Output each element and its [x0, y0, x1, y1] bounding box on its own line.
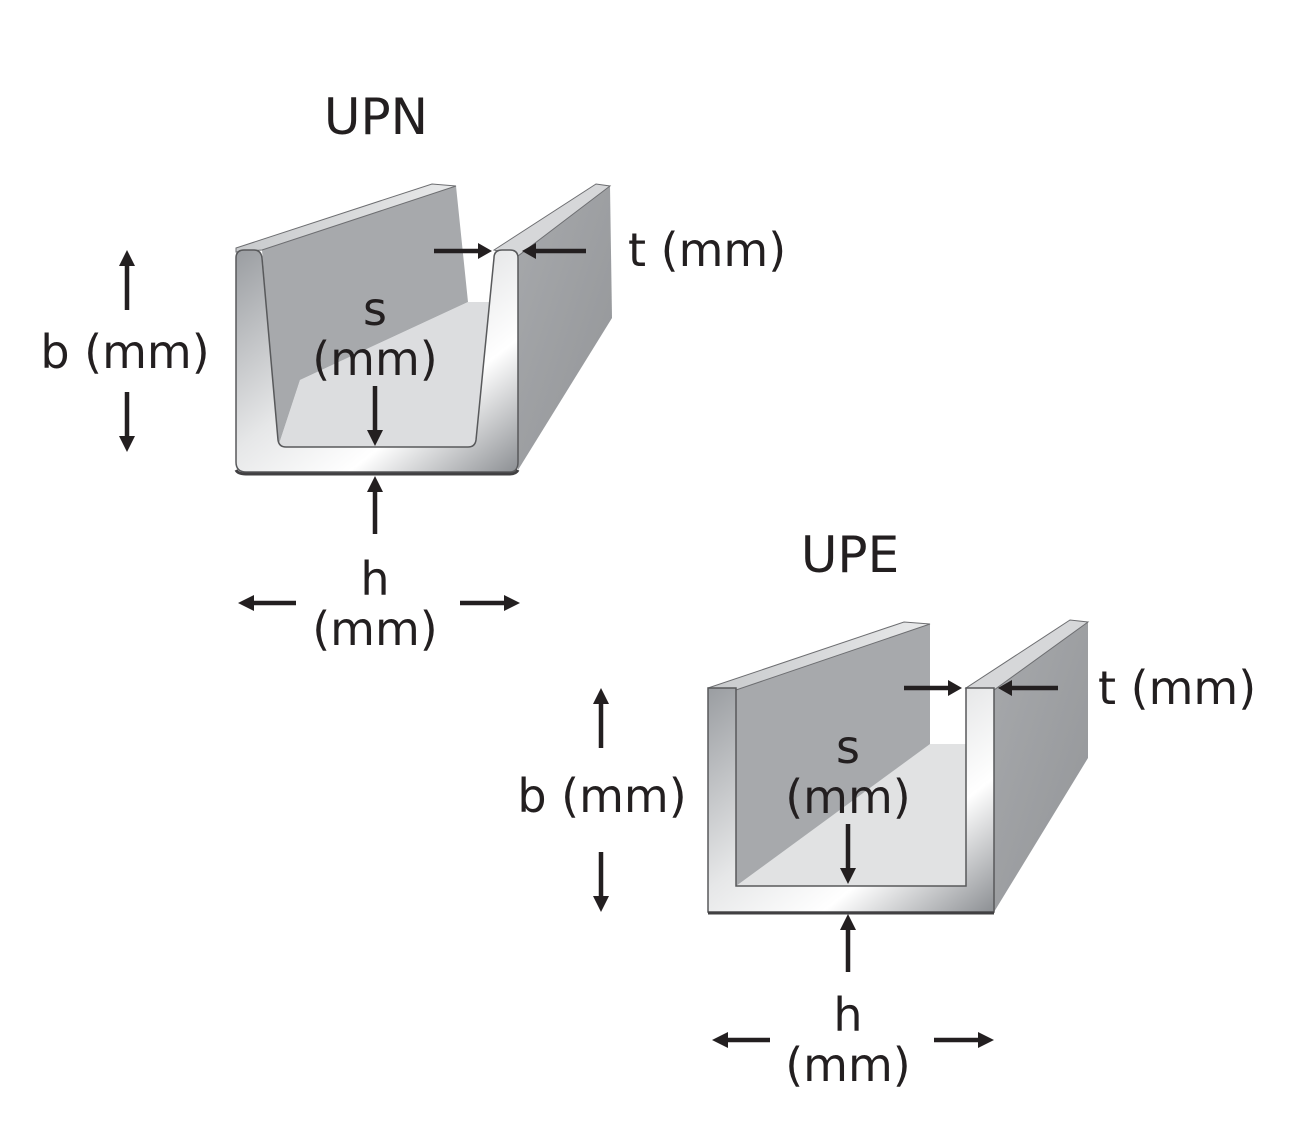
upn-b-label: b (mm) — [40, 325, 209, 379]
upn-t-arrowhead-right — [478, 243, 492, 259]
upe-s-label-line1: s — [836, 720, 860, 774]
upn-s-label-line1: s — [363, 282, 387, 336]
upe-b-label: b (mm) — [517, 769, 686, 823]
upn-b-arrowhead-up — [119, 250, 135, 266]
upe-h-dimension: h (mm) — [712, 988, 994, 1092]
upe-right-side-face — [994, 622, 1088, 912]
upn-right-side-face — [518, 186, 612, 470]
upn-s-label-line2: (mm) — [312, 332, 438, 386]
upn-title: UPN — [324, 88, 428, 146]
upn-s-arrowhead-up — [367, 476, 383, 492]
upn-b-arrowhead-down — [119, 436, 135, 452]
upn-h-label-line1: h — [360, 552, 389, 606]
upe-s-arrowhead-up — [840, 914, 856, 930]
upn-t-arrowhead-left — [522, 243, 536, 259]
upn-h-label-line2: (mm) — [312, 602, 438, 656]
upn-s-arrowhead-down — [367, 430, 383, 446]
upn-h-arrowhead-right — [504, 595, 520, 611]
upe-s-label-line2: (mm) — [785, 770, 911, 824]
upe-t-arrowhead-left — [998, 680, 1012, 696]
upe-h-arrowhead-right — [978, 1032, 994, 1048]
upe-b-dimension: b (mm) — [517, 688, 687, 912]
upn-t-dimension: t (mm) — [434, 223, 786, 277]
upe-t-dimension: t (mm) — [904, 661, 1256, 715]
upe-h-arrowhead-left — [712, 1032, 728, 1048]
upn-b-dimension: b (mm) — [40, 250, 210, 452]
upe-b-arrowhead-down — [593, 896, 609, 912]
upn-h-arrowhead-left — [238, 595, 254, 611]
upn-bottom-edge — [234, 469, 520, 476]
upe-title: UPE — [801, 526, 899, 584]
upe-s-dimension: s (mm) — [785, 720, 911, 972]
upe-profile — [707, 619, 1090, 915]
upn-inner-shade — [278, 302, 490, 447]
upe-h-label-line1: h — [833, 988, 862, 1042]
upe-b-arrowhead-up — [593, 688, 609, 704]
upe-web-floor — [736, 744, 966, 886]
upe-t-arrowhead-right — [948, 680, 962, 696]
upn-front-section — [235, 249, 519, 473]
upn-s-dimension: s (mm) — [312, 282, 438, 534]
upe-t-label: t (mm) — [1098, 661, 1256, 715]
upe-h-label-line2: (mm) — [785, 1038, 911, 1092]
upn-t-label: t (mm) — [628, 223, 786, 277]
upn-profile — [234, 183, 612, 476]
upe-s-arrowhead-down — [840, 868, 856, 884]
upn-h-dimension: h (mm) — [238, 552, 520, 656]
